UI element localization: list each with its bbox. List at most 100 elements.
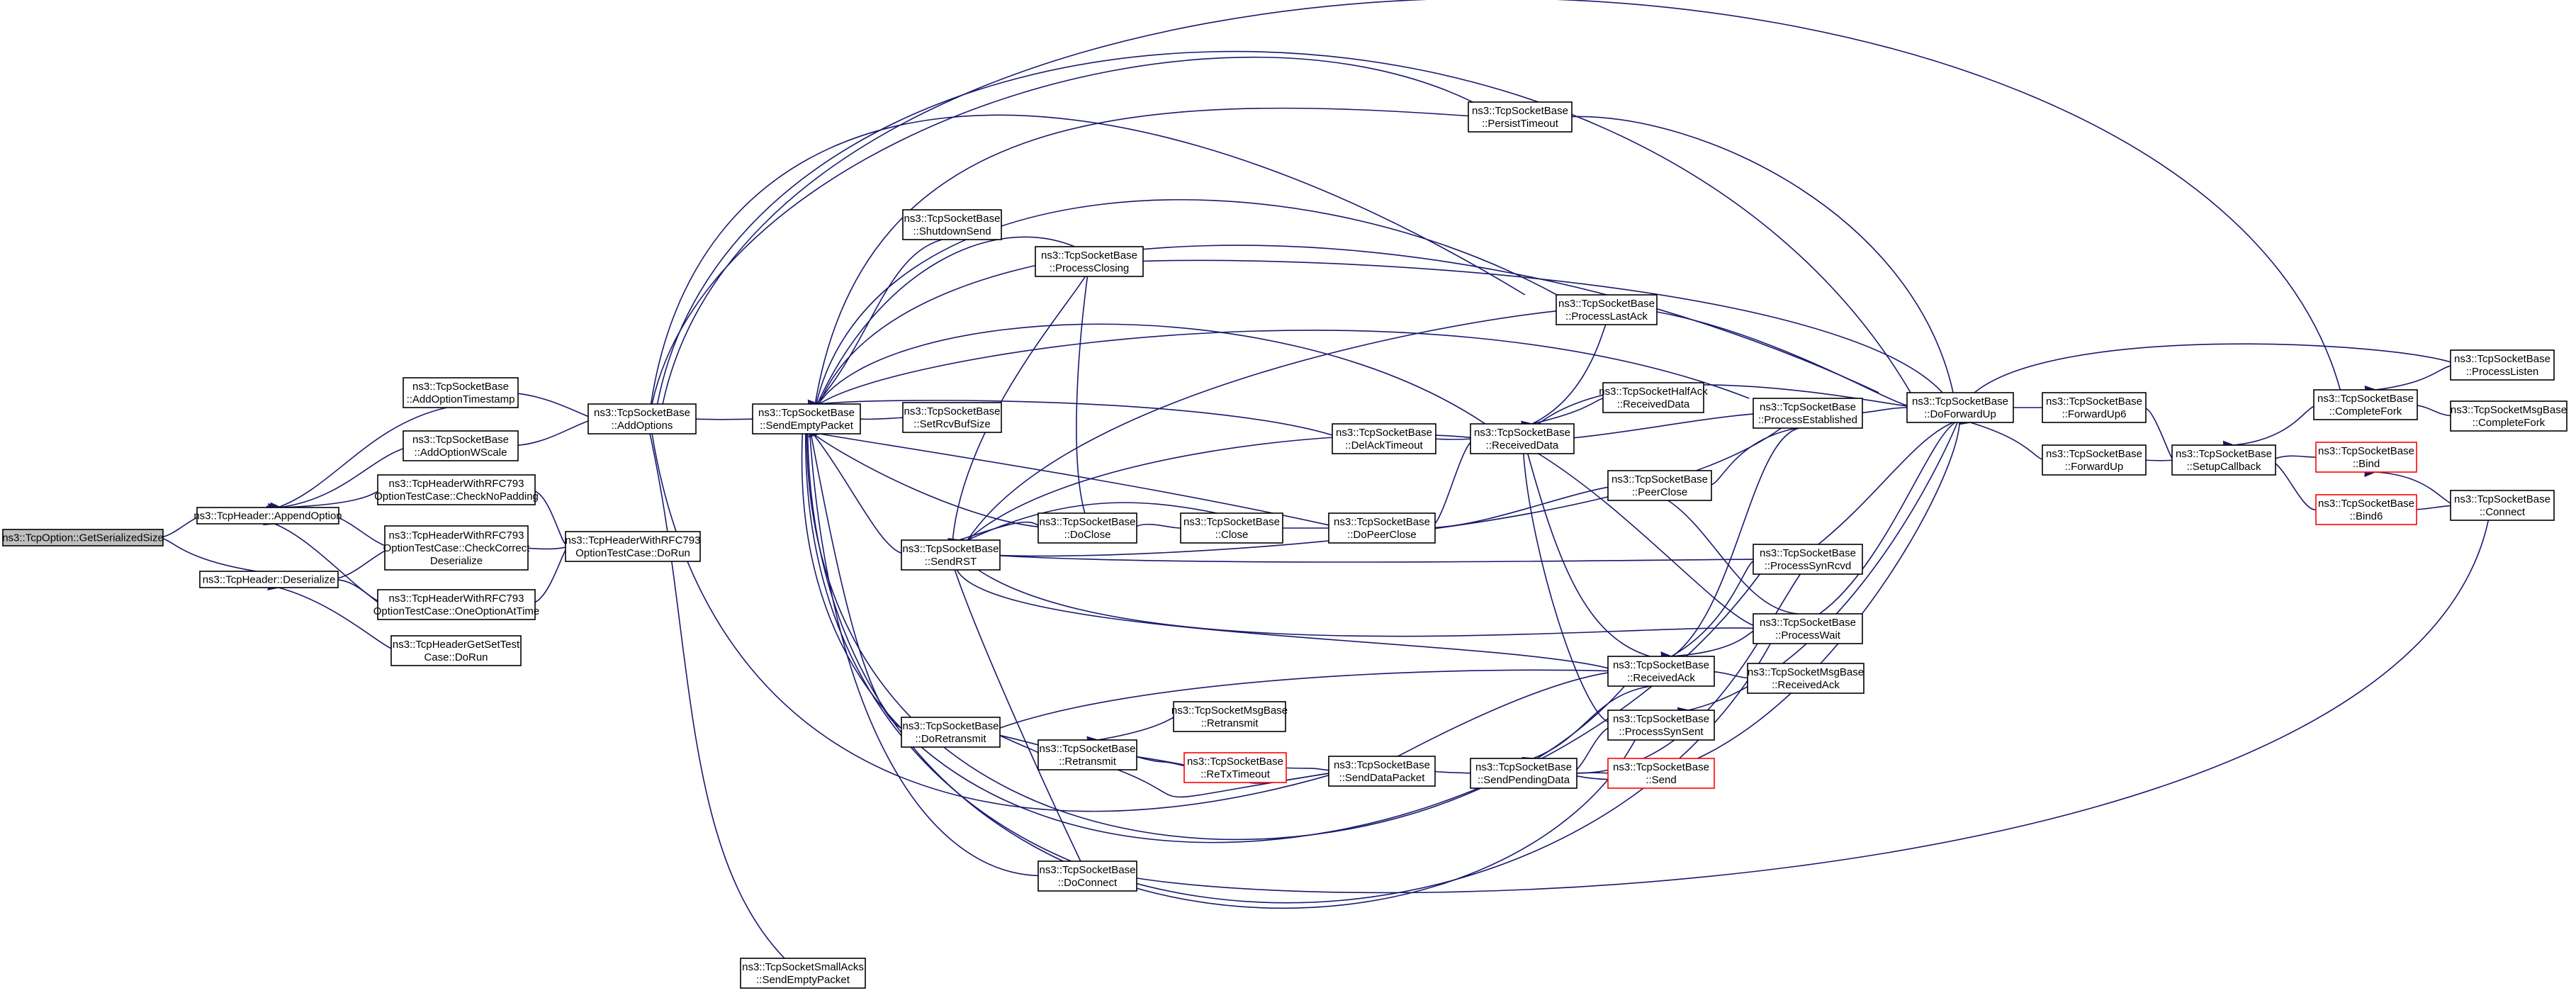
node-retxtimeout[interactable]: ns3::TcpSocketBase::ReTxTimeout <box>1183 752 1287 783</box>
node-peerclose[interactable]: ns3::TcpSocketBase::PeerClose <box>1607 470 1712 501</box>
node-recvdata[interactable]: ns3::TcpSocketBase::ReceivedData <box>1470 423 1575 454</box>
node-root[interactable]: ns3::TcpOption::GetSerializedSize <box>2 529 164 546</box>
node-label: ::SendRST <box>925 556 977 568</box>
node-rfcdorun[interactable]: ns3::TcpHeaderWithRFC793OptionTestCase::… <box>565 531 701 562</box>
edge-procsynrcvd-to-recvack <box>1659 561 1754 667</box>
node-label: ns3::TcpHeaderGetSetTest <box>393 639 520 651</box>
edge-procest-to-recvack <box>1660 427 1800 667</box>
node-procest[interactable]: ns3::TcpSocketBase::ProcessEstablished <box>1753 398 1863 429</box>
node-addts[interactable]: ns3::TcpSocketBase::AddOptionTimestamp <box>403 377 519 408</box>
node-dopeer[interactable]: ns3::TcpSocketBase::DoPeerClose <box>1328 512 1436 544</box>
node-label: ::SendEmptyPacket <box>760 420 854 432</box>
node-compfork[interactable]: ns3::TcpSocketBase::CompleteFork <box>2313 389 2418 420</box>
node-senddata[interactable]: ns3::TcpSocketBase::SendDataPacket <box>1328 756 1436 787</box>
node-sendrst[interactable]: ns3::TcpSocketBase::SendRST <box>901 539 1001 571</box>
node-label: ::Close <box>1215 529 1249 541</box>
edge-recvack-to-recvdata <box>1519 442 1650 657</box>
edge-chkcorrect-to-deser <box>327 550 386 586</box>
node-msgcompfork[interactable]: ns3::TcpSocketMsgBase::CompleteFork <box>2450 400 2567 432</box>
node-proclisten[interactable]: ns3::TcpSocketBase::ProcessListen <box>2450 349 2555 381</box>
edge-proclastack-to-sendempty <box>808 198 1558 415</box>
node-procsynrcvd[interactable]: ns3::TcpSocketBase::ProcessSynRcvd <box>1753 544 1863 575</box>
node-addws[interactable]: ns3::TcpSocketBase::AddOptionWScale <box>403 430 519 461</box>
node-chknopad[interactable]: ns3::TcpHeaderWithRFC793OptionTestCase::… <box>374 474 539 505</box>
edge-addts-to-append <box>266 407 447 517</box>
node-label: ::SetRcvBufSize <box>913 418 990 430</box>
edge-msgrecvack-to-recvack <box>1703 665 1748 679</box>
node-halfack[interactable]: ns3::TcpSocketHalfAck::ReceivedData <box>1599 382 1708 413</box>
node-label: ns3::TcpSocketBase <box>903 720 999 732</box>
node-label: ::CompleteFork <box>2473 417 2546 429</box>
node-doclose[interactable]: ns3::TcpSocketBase::DoClose <box>1037 512 1137 544</box>
node-sendpending[interactable]: ns3::TcpSocketBase::SendPendingData <box>1470 758 1577 789</box>
edge-msgretx-to-retx <box>1086 717 1174 748</box>
node-label: ::PeerClose <box>1632 486 1687 498</box>
edge-addws-to-append <box>268 448 404 515</box>
node-label: ns3::TcpSocketBase <box>758 407 855 419</box>
node-send[interactable]: ns3::TcpSocketBase::Send <box>1607 758 1715 789</box>
node-msgretx[interactable]: ns3::TcpSocketMsgBase::Retransmit <box>1171 701 1288 732</box>
edge-delack-to-sendempty <box>807 399 1333 436</box>
edge-procest-to-recvdata <box>1563 413 1754 445</box>
edge-dofwd-to-proclastack <box>1646 304 1908 406</box>
node-delack[interactable]: ns3::TcpSocketBase::DelAckTimeout <box>1332 423 1436 454</box>
edge-sendrst-to-sendempty <box>802 422 902 554</box>
edge-oneopt-to-append <box>262 515 378 602</box>
node-bind6[interactable]: ns3::TcpSocketBase::Bind6 <box>2315 494 2417 525</box>
node-setrcv[interactable]: ns3::TcpSocketBase::SetRcvBufSize <box>902 402 1002 433</box>
node-bind[interactable]: ns3::TcpSocketBase::Bind <box>2315 442 2417 473</box>
edge-procsynsent-to-recvdata <box>1517 443 1609 723</box>
node-chkcorrect[interactable]: ns3::TcpHeaderWithRFC793OptionTestCase::… <box>383 525 531 571</box>
node-close[interactable]: ns3::TcpSocketBase::Close <box>1180 512 1283 544</box>
node-label: ::ProcessClosing <box>1050 262 1130 274</box>
edge-proclastack-to-addopts <box>643 114 1526 415</box>
node-procsynsent[interactable]: ns3::TcpSocketBase::ProcessSynSent <box>1607 710 1715 741</box>
edge-recvack-to-doretx <box>988 669 1609 737</box>
node-label: ::Retransmit <box>1201 717 1259 729</box>
edge-dofwd-to-persist <box>1561 111 1954 393</box>
edge-connect-to-bind <box>2364 466 2451 504</box>
node-label: ns3::TcpSocketBase <box>1336 427 1432 439</box>
edge-compfork-to-setupcb <box>2222 405 2315 452</box>
node-label: ns3::TcpSocketBase <box>1613 713 1709 725</box>
node-label: ::SendPendingData <box>1478 774 1570 786</box>
node-procclosing[interactable]: ns3::TcpSocketBase::ProcessClosing <box>1035 246 1144 277</box>
node-proclastack[interactable]: ns3::TcpSocketBase::ProcessLastAck <box>1556 294 1658 325</box>
node-procwait[interactable]: ns3::TcpSocketBase::ProcessWait <box>1753 613 1863 644</box>
edge-procwait-to-sendrst <box>966 559 1754 637</box>
node-dofwd[interactable]: ns3::TcpSocketBase::DoForwardUp <box>1906 392 2014 423</box>
node-label: ::Bind6 <box>2350 510 2383 522</box>
edge-rfcdorun-to-oneopt <box>523 549 566 612</box>
edge-connect-to-bind6 <box>2406 504 2451 516</box>
edge-doclose-to-procclosing <box>1076 265 1095 514</box>
node-label: ::AddOptions <box>612 420 673 432</box>
edge-persist-to-sendempty <box>808 107 1469 415</box>
node-doretx[interactable]: ns3::TcpSocketBase::DoRetransmit <box>901 717 1001 748</box>
edge-recvack-to-senddata <box>1386 672 1609 766</box>
node-persist[interactable]: ns3::TcpSocketBase::PersistTimeout <box>1468 101 1573 133</box>
edge-retx-to-retxtimeout <box>1136 756 1196 774</box>
node-doconnect[interactable]: ns3::TcpSocketBase::DoConnect <box>1037 860 1137 892</box>
edge-rfcdorun-to-chknopad <box>523 483 566 545</box>
node-sendempty[interactable]: ns3::TcpSocketBase::SendEmptyPacket <box>752 403 861 434</box>
node-label: ns3::TcpSocketMsgBase <box>1171 705 1288 717</box>
edge-recvack-to-sendrst <box>947 558 1609 669</box>
node-fwdup[interactable]: ns3::TcpSocketBase::ForwardUp <box>2042 444 2147 476</box>
node-label: ns3::TcpSocketMsgBase <box>1748 666 1864 678</box>
node-oneopt[interactable]: ns3::TcpHeaderWithRFC793OptionTestCase::… <box>373 589 540 620</box>
node-deser[interactable]: ns3::TcpHeader::Deserialize <box>199 571 339 588</box>
node-fwdup6[interactable]: ns3::TcpSocketBase::ForwardUp6 <box>2042 392 2147 423</box>
node-retx[interactable]: ns3::TcpSocketBase::Retransmit <box>1037 739 1137 770</box>
node-label: ns3::TcpHeaderWithRFC793 <box>389 529 524 542</box>
node-label: ns3::TcpSocketMsgBase <box>2451 404 2567 416</box>
node-addopts[interactable]: ns3::TcpSocketBase::AddOptions <box>587 403 697 434</box>
node-recvack[interactable]: ns3::TcpSocketBase::ReceivedAck <box>1607 656 1715 687</box>
node-msgrecvack[interactable]: ns3::TcpSocketMsgBase::ReceivedAck <box>1747 663 1864 694</box>
node-connect[interactable]: ns3::TcpSocketBase::Connect <box>2450 490 2555 521</box>
node-append[interactable]: ns3::TcpHeader::AppendOption <box>193 507 342 525</box>
node-label: ns3::TcpSocketBase <box>1041 250 1137 262</box>
node-shutdown[interactable]: ns3::TcpSocketBase::ShutdownSend <box>902 209 1002 240</box>
node-setupcb[interactable]: ns3::TcpSocketBase::SetupCallback <box>2171 444 2276 476</box>
node-smallacks[interactable]: ns3::TcpSocketSmallAcks::SendEmptyPacket <box>740 958 866 989</box>
